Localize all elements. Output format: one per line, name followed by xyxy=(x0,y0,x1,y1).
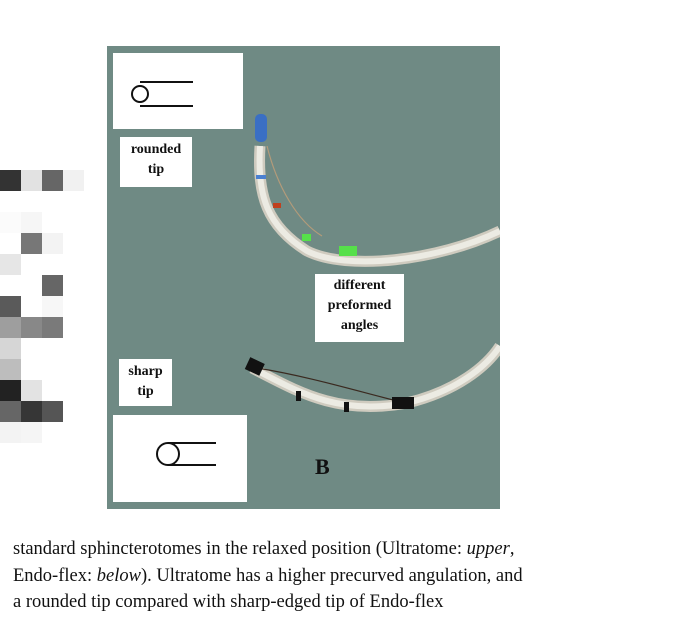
label-line: tip xyxy=(147,162,165,177)
cutting-wire xyxy=(266,145,323,237)
blue-tip xyxy=(255,114,267,142)
sphincterotome-photo: rounded tip different preformed angles s… xyxy=(107,46,500,509)
caption-line: a rounded tip compared with sharp-edged … xyxy=(13,592,444,612)
caption-text: standard sphincterotomes in the relaxed … xyxy=(13,539,467,559)
label-line: sharp xyxy=(128,364,163,379)
caption-text: ). Ultratome has a higher precurved angu… xyxy=(140,565,523,586)
label-line: different xyxy=(333,278,386,293)
label-line: preformed xyxy=(327,298,392,313)
rounded-tip-diagram xyxy=(113,53,243,129)
black-tip xyxy=(244,357,265,376)
angles-label: different preformed angles xyxy=(315,274,404,342)
sharp-tip-icon xyxy=(156,442,216,466)
caption-text: , xyxy=(509,539,515,559)
green-mark xyxy=(339,246,357,256)
rounded-tip-icon xyxy=(131,81,193,107)
label-line: tip xyxy=(137,384,154,399)
label-line: rounded xyxy=(130,142,182,157)
caption-emphasis: upper xyxy=(466,539,510,559)
figure-caption: standard sphincterotomes in the relaxed … xyxy=(13,536,678,616)
caption-text: Endo-flex: xyxy=(13,565,97,586)
caption-emphasis: below xyxy=(96,565,141,586)
green-mark xyxy=(302,234,311,241)
caption-line: standard sphincterotomes in the relaxed … xyxy=(13,536,678,563)
panel-letter: B xyxy=(315,454,330,479)
red-mark xyxy=(273,203,281,208)
label-line: angles xyxy=(340,318,379,333)
rounded-tip-label: rounded tip xyxy=(120,137,192,187)
sharp-tip-diagram xyxy=(113,415,247,502)
caption-line: Endo-flex: below). Ultratome has a highe… xyxy=(13,563,678,590)
sharp-tip-label: sharp tip xyxy=(119,359,172,406)
